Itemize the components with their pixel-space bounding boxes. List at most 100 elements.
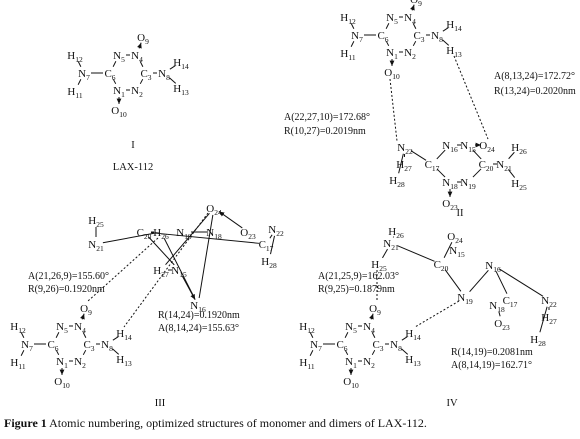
atom-label-h26: H26 <box>511 142 527 156</box>
atom-label-h14: H14 <box>173 57 189 71</box>
panel-II: A(8,13,24)=172.72° R(13,24)=0.2020nm A(2… <box>284 71 576 219</box>
bond-layer <box>20 4 550 375</box>
bond-line <box>436 168 446 178</box>
atom-label-o10: O10 <box>384 67 400 81</box>
bond-line <box>198 214 214 299</box>
panel-IV-ann-angle-1: A(21,25,9)=162.03° <box>318 271 399 282</box>
atom-label-c6: C6 <box>336 339 347 353</box>
atom-label-n18: N18 <box>442 177 458 191</box>
atom-label-n4: N4 <box>404 12 416 26</box>
atom-label-o10: O10 <box>343 376 359 390</box>
atom-label-n7: N7 <box>351 30 363 44</box>
atom-label-n15: N15 <box>171 265 187 279</box>
atom-label-c20: C20 <box>434 259 449 273</box>
caption-text: Atomic numbering, optimized structures o… <box>46 416 427 430</box>
atom-label-h27: H27 <box>541 312 557 326</box>
atom-label-o9: O9 <box>369 303 381 317</box>
bond-line <box>472 149 482 160</box>
atom-label-n5: N5 <box>345 321 357 335</box>
atom-label-n4: N4 <box>74 321 86 335</box>
atom-label-o9: O9 <box>410 0 422 8</box>
atom-label-n8: N8 <box>101 339 113 353</box>
atom-label-n1: N1 <box>386 47 398 61</box>
atom-label-h13: H13 <box>446 45 462 59</box>
panel-III-ann-distance-2: R(14,24)=0.1920nm <box>158 310 240 321</box>
bond-line <box>412 23 417 29</box>
atom-label-h25: H25 <box>88 215 104 229</box>
atom-label-h25: H25 <box>371 259 387 273</box>
atom-label-h12: H12 <box>340 12 356 26</box>
atom-label-h12: H12 <box>299 321 315 335</box>
bond-line <box>309 332 314 338</box>
bond-line <box>436 149 446 160</box>
atom-label-n7: N7 <box>310 339 322 353</box>
panel-II-ann-distance-2: R(10,27)=0.2019nm <box>284 126 366 137</box>
panel-I: I LAX-112 <box>113 140 153 173</box>
figure-caption: Figure 1 Atomic numbering, optimized str… <box>4 416 576 431</box>
atom-label-n4: N4 <box>131 50 143 64</box>
bond-line <box>382 248 388 259</box>
panel-IV-ann-distance-2: R(14,19)=0.2081nm <box>451 347 533 358</box>
panel-II-ann-angle-2: A(22,27,10)=172.68° <box>284 112 370 123</box>
panel-I-name: LAX-112 <box>113 162 153 173</box>
atom-label-n22: N22 <box>541 295 557 309</box>
bond-line <box>77 61 82 67</box>
atom-label-c20: C20 <box>137 227 152 241</box>
atom-label-n4: N4 <box>363 321 375 335</box>
atom-label-h13: H13 <box>116 354 132 368</box>
bond-line <box>82 332 87 338</box>
atom-label-n1: N1 <box>113 85 125 99</box>
panel-II-ann-angle-1: A(8,13,24)=172.72° <box>494 71 575 82</box>
bond-line <box>498 268 544 297</box>
atom-label-n21: N21 <box>496 159 512 173</box>
atom-label-n5: N5 <box>56 321 68 335</box>
atom-label-h12: H12 <box>10 321 26 335</box>
atom-label-h26: H26 <box>388 226 404 240</box>
atom-label-c17: C17 <box>425 159 440 173</box>
atom-label-n21: N21 <box>383 238 399 252</box>
bond-line <box>112 78 117 85</box>
atom-label-h14: H14 <box>405 328 421 342</box>
atom-label-h12: H12 <box>67 50 83 64</box>
atom-label-n2: N2 <box>363 356 375 370</box>
atom-label-o9: O9 <box>137 32 149 46</box>
bond-line <box>77 79 82 85</box>
bond-line <box>20 332 25 338</box>
bond-line <box>398 153 404 174</box>
bond-line <box>344 349 349 356</box>
atom-label-n16: N16 <box>485 260 501 274</box>
bond-line <box>443 242 453 258</box>
atom-label-c3: C3 <box>413 30 424 44</box>
bond-line <box>498 311 501 317</box>
hydrogen-bond-dashed <box>389 78 398 142</box>
bond-line <box>111 348 120 355</box>
atom-label-n1: N1 <box>345 356 357 370</box>
dative-bond-arrow <box>410 4 415 11</box>
bond-line <box>507 169 516 178</box>
bond-line <box>412 40 417 47</box>
atom-label-o24: O24 <box>206 203 222 217</box>
atom-label-h14: H14 <box>446 19 462 33</box>
bond-line <box>20 350 25 356</box>
atom-label-h11: H11 <box>299 357 314 371</box>
bond-line <box>441 39 450 46</box>
bond-line <box>350 23 355 29</box>
panel-II-roman: II <box>457 208 464 219</box>
atom-label-n15: N15 <box>460 140 476 154</box>
atom-label-c3: C3 <box>372 339 383 353</box>
bond-line <box>469 269 489 293</box>
atom-label-n8: N8 <box>431 30 443 44</box>
atom-label-c3: C3 <box>83 339 94 353</box>
atom-label-o24: O24 <box>479 140 495 154</box>
bond-line <box>472 168 482 178</box>
bond-line <box>495 271 508 294</box>
caption-label: Figure 1 <box>4 416 47 430</box>
bond-line <box>309 350 314 356</box>
atom-label-n19: N19 <box>176 227 192 241</box>
atom-label-c3: C3 <box>140 68 151 82</box>
atom-label-n19: N19 <box>457 292 473 306</box>
bond-line <box>139 78 144 85</box>
atom-label-h27: H27 <box>153 265 169 279</box>
bond-line <box>102 232 155 244</box>
